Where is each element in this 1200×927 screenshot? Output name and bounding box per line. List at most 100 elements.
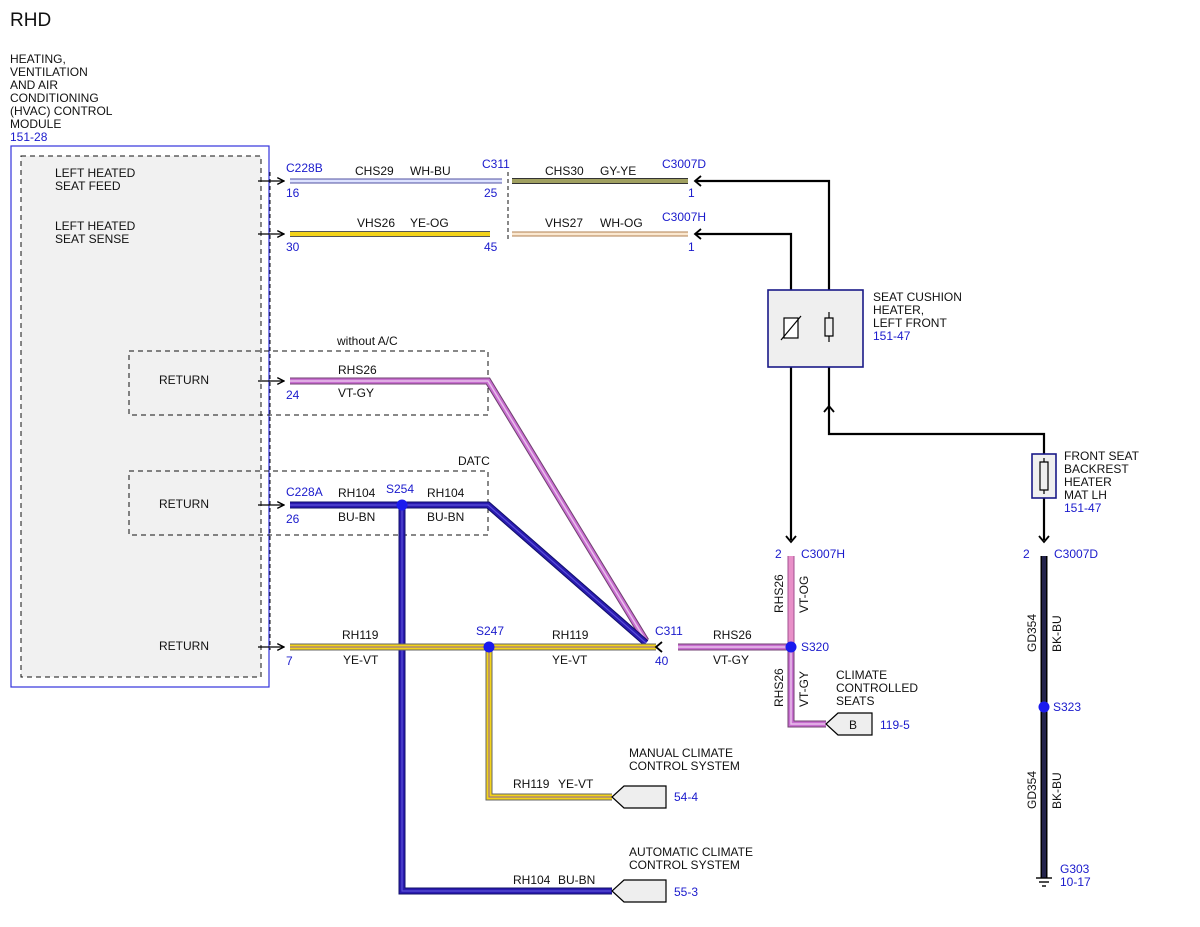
svg-text:AUTOMATIC CLIMATE: AUTOMATIC CLIMATE	[629, 845, 753, 859]
svg-text:C228A: C228A	[286, 485, 323, 499]
svg-text:RHS26: RHS26	[772, 574, 786, 613]
svg-text:40: 40	[655, 654, 669, 668]
connector-arrows	[654, 175, 1050, 653]
black-wires	[696, 179, 1046, 540]
wire-labels-vertical: RHS26 VT-OG RHS26 VT-GY GD354 BK-BU GD35…	[772, 574, 1064, 809]
svg-text:RH119: RH119	[342, 628, 379, 642]
ground-label: G303	[1060, 862, 1090, 876]
climate-seats-ref: 119-5	[880, 718, 910, 732]
svg-text:YE-VT: YE-VT	[552, 653, 588, 667]
manual-climate-tag	[611, 785, 667, 809]
connector-labels: C228B 16 C311 25 C3007D 1 30 45 C3007H 1…	[286, 157, 1098, 668]
climate-seats-tag: B	[825, 712, 873, 736]
wire-rhs26-v2	[787, 647, 826, 728]
backrest-heater	[1031, 453, 1057, 499]
svg-text:VT-GY: VT-GY	[338, 386, 374, 400]
svg-text:RHS26: RHS26	[772, 668, 786, 707]
svg-text:GD354: GD354	[1025, 614, 1039, 652]
svg-text:RH119: RH119	[513, 777, 550, 791]
wire-rhs26-top	[290, 377, 649, 643]
auto-climate-tag	[611, 879, 667, 903]
svg-text:LEFT HEATED: LEFT HEATED	[55, 219, 136, 233]
svg-text:SEATS: SEATS	[836, 694, 874, 708]
svg-text:VT-GY: VT-GY	[797, 671, 811, 707]
svg-text:CONTROLLED: CONTROLLED	[836, 681, 918, 695]
svg-text:RH104: RH104	[427, 486, 465, 500]
svg-text:YE-VT: YE-VT	[558, 777, 594, 791]
svg-text:S254: S254	[386, 482, 414, 496]
svg-text:LEFT FRONT: LEFT FRONT	[873, 316, 947, 330]
svg-text:S320: S320	[801, 640, 829, 654]
svg-text:24: 24	[286, 388, 300, 402]
svg-text:WH-OG: WH-OG	[600, 216, 643, 230]
svg-text:CLIMATE: CLIMATE	[836, 668, 887, 682]
return-label-1: RETURN	[159, 373, 209, 387]
svg-text:SEAT FEED: SEAT FEED	[55, 179, 121, 193]
svg-text:C3007D: C3007D	[1054, 547, 1098, 561]
svg-text:CHS30: CHS30	[545, 164, 584, 178]
svg-text:GD354: GD354	[1025, 771, 1039, 809]
splice-s247	[483, 641, 495, 653]
svg-text:C228B: C228B	[286, 161, 323, 175]
svg-text:YE-VT: YE-VT	[343, 653, 379, 667]
diagram-title: RHD	[10, 10, 51, 31]
climate-seats-label: CLIMATE CONTROLLED SEATS	[836, 668, 918, 708]
svg-text:(HVAC) CONTROL: (HVAC) CONTROL	[10, 104, 113, 118]
svg-text:SEAT SENSE: SEAT SENSE	[55, 232, 129, 246]
backrest-label: FRONT SEAT BACKREST HEATER MAT LH 151-47	[1064, 449, 1140, 515]
svg-text:CHS29: CHS29	[355, 164, 394, 178]
svg-text:CONTROL SYSTEM: CONTROL SYSTEM	[629, 759, 740, 773]
svg-text:MAT LH: MAT LH	[1064, 488, 1107, 502]
svg-text:RH104: RH104	[513, 873, 551, 887]
svg-text:1: 1	[688, 240, 695, 254]
return-label-2: RETURN	[159, 497, 209, 511]
manual-climate-ref: 54-4	[674, 790, 698, 804]
svg-text:BACKREST: BACKREST	[1064, 462, 1129, 476]
svg-text:VHS26: VHS26	[357, 216, 395, 230]
wire-rh119-down	[485, 647, 612, 801]
svg-text:C3007H: C3007H	[662, 210, 706, 224]
manual-climate-label: MANUAL CLIMATE CONTROL SYSTEM	[629, 746, 740, 773]
svg-text:RHS26: RHS26	[338, 363, 377, 377]
splice-labels: S254 S247 S320 S323	[386, 482, 1081, 714]
svg-text:VHS27: VHS27	[545, 216, 583, 230]
svg-text:MANUAL CLIMATE: MANUAL CLIMATE	[629, 746, 733, 760]
svg-text:CONTROL SYSTEM: CONTROL SYSTEM	[629, 858, 740, 872]
svg-text:1: 1	[688, 186, 695, 200]
svg-text:C311: C311	[482, 157, 510, 171]
svg-text:LEFT HEATED: LEFT HEATED	[55, 166, 136, 180]
splice-s323	[1038, 701, 1050, 713]
auto-climate-label: AUTOMATIC CLIMATE CONTROL SYSTEM	[629, 845, 753, 872]
svg-text:BK-BU: BK-BU	[1050, 615, 1064, 652]
svg-text:SEAT CUSHION: SEAT CUSHION	[873, 290, 962, 304]
svg-text:2: 2	[775, 547, 782, 561]
svg-text:RH119: RH119	[552, 628, 589, 642]
auto-climate-ref: 55-3	[674, 885, 698, 899]
svg-text:HEATER,: HEATER,	[873, 303, 924, 317]
module-ref: 151-28	[10, 130, 48, 144]
seat-cushion-heater	[767, 289, 864, 368]
svg-text:26: 26	[286, 512, 300, 526]
svg-text:BK-BU: BK-BU	[1050, 772, 1064, 809]
svg-text:2: 2	[1023, 547, 1030, 561]
hvac-module-internal	[20, 155, 262, 678]
svg-text:YE-OG: YE-OG	[410, 216, 449, 230]
hvac-module-box	[10, 145, 270, 688]
svg-text:AND AIR: AND AIR	[10, 78, 58, 92]
ground-symbol	[1036, 877, 1052, 887]
svg-text:151-47: 151-47	[1064, 501, 1102, 515]
svg-text:VT-OG: VT-OG	[797, 576, 811, 613]
svg-text:30: 30	[286, 240, 300, 254]
svg-text:RHS26: RHS26	[713, 628, 752, 642]
svg-text:25: 25	[484, 186, 498, 200]
option-datc: DATC	[458, 454, 490, 468]
option-without-ac: without A/C	[336, 334, 398, 348]
svg-text:B: B	[849, 718, 857, 732]
svg-text:BU-BN: BU-BN	[338, 510, 375, 524]
seat-cushion-label: SEAT CUSHION HEATER, LEFT FRONT 151-47	[873, 290, 962, 343]
svg-text:45: 45	[484, 240, 498, 254]
wire-labels: CHS29 WH-BU CHS30 GY-YE VHS26 YE-OG VHS2…	[338, 164, 752, 887]
svg-text:C3007H: C3007H	[801, 547, 845, 561]
svg-text:MODULE: MODULE	[10, 117, 61, 131]
